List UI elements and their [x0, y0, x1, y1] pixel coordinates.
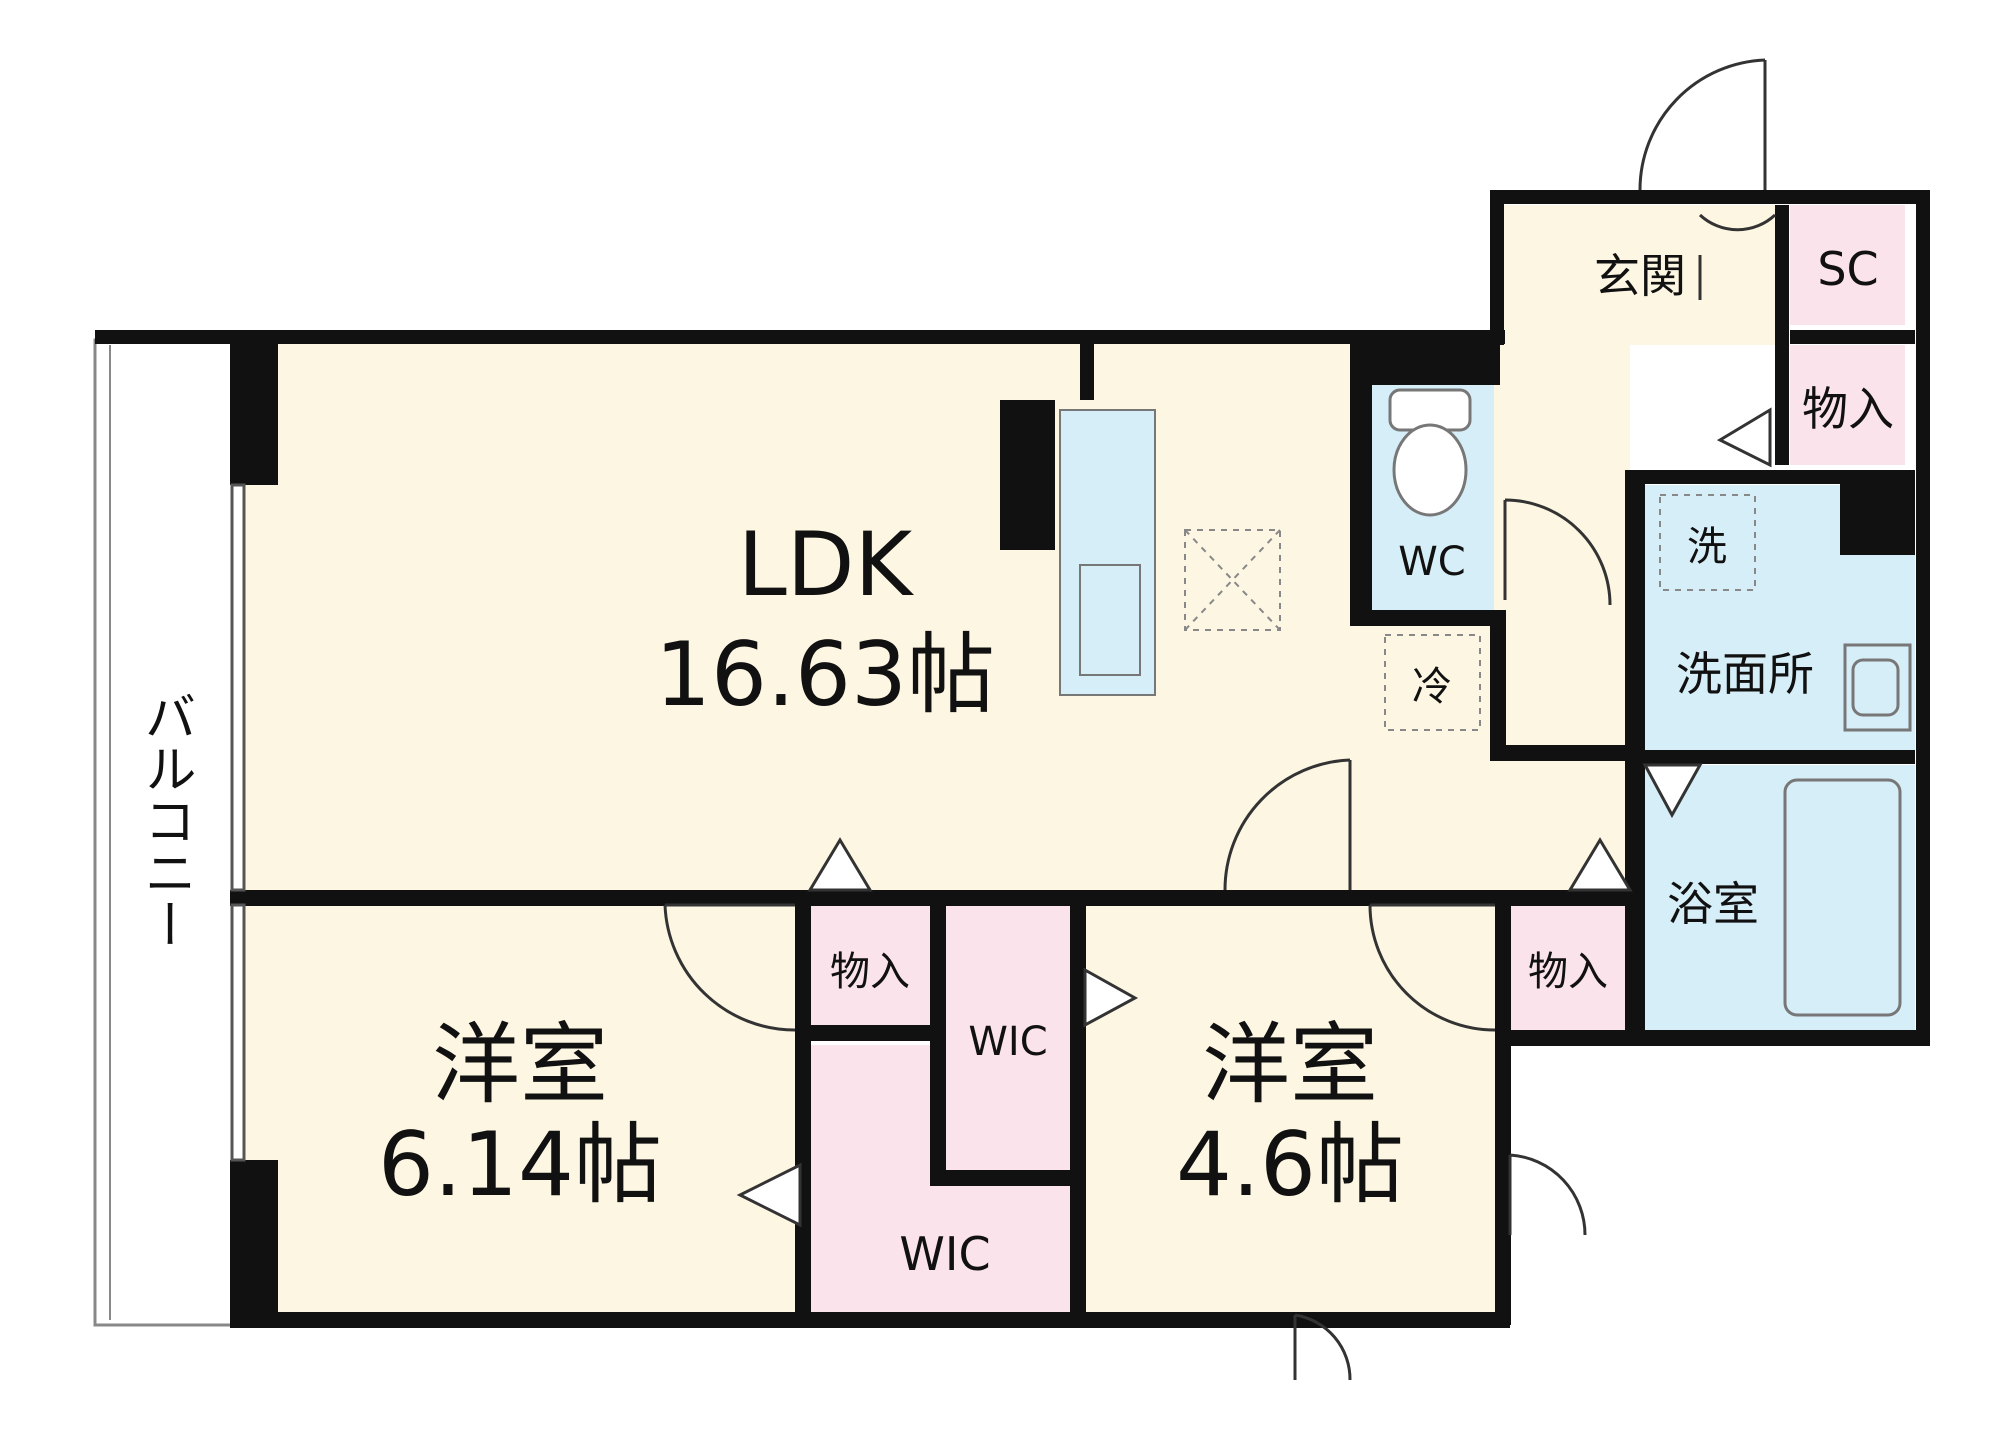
storage-entry-floor — [1790, 345, 1905, 465]
bathroom-floor — [1645, 765, 1915, 1030]
bathtub-icon — [1783, 778, 1902, 1017]
wic-b-label: WIC — [899, 1227, 990, 1281]
kitchen-sink — [1079, 564, 1141, 676]
entrance-label: 玄関 — [1594, 249, 1686, 303]
fridge-label: 冷 — [1412, 664, 1452, 710]
storage-a-floor — [810, 905, 930, 1025]
shoe-closet-label: SC — [1817, 242, 1878, 296]
door-markers — [736, 407, 1772, 1228]
washroom-label: 洗面所 — [1676, 647, 1814, 701]
balcony-label: バルコニー — [135, 690, 195, 950]
wash-basin-icon — [1843, 643, 1912, 732]
shoe-closet-floor — [1790, 205, 1905, 325]
windows — [230, 483, 246, 1162]
ldk-floor — [240, 340, 1350, 895]
ldk-size: 16.63帖 — [655, 623, 995, 726]
western-a-size: 6.14帖 — [378, 1113, 662, 1216]
appliance-slots — [1184, 494, 1756, 731]
storage-a-label: 物入 — [830, 949, 910, 995]
western-b-name: 洋室 — [1202, 1013, 1378, 1116]
door-swings — [663, 58, 1777, 1381]
western-b-size: 4.6帖 — [1176, 1113, 1404, 1216]
walls — [95, 190, 1930, 1328]
toilet-icon — [1388, 388, 1472, 517]
storage-b-label: 物入 — [1528, 949, 1608, 995]
storage-b-floor — [1510, 905, 1630, 1030]
washer-label: 洗 — [1687, 524, 1727, 570]
storage-entry-label: 物入 — [1802, 382, 1894, 436]
wc-label: WC — [1398, 539, 1465, 585]
bathroom-label: 浴室 — [1667, 877, 1759, 931]
western-a-name: 洋室 — [432, 1013, 608, 1116]
ldk-name: LDK — [738, 513, 915, 616]
wic-a-label: WIC — [968, 1019, 1047, 1065]
balcony-area — [93, 338, 242, 1327]
western-a-floor — [240, 905, 795, 1315]
western-b-floor — [1085, 905, 1495, 1315]
